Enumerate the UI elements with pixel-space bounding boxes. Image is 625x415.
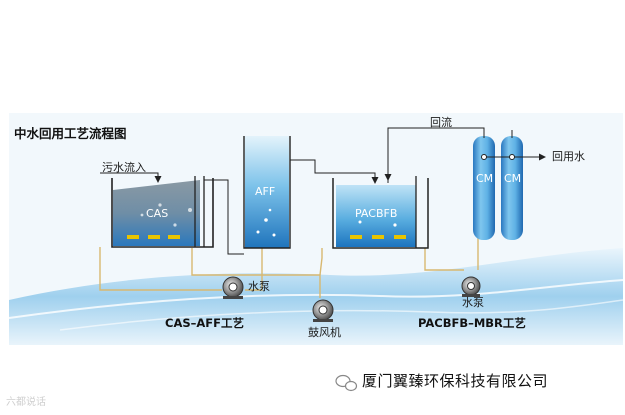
cas-to-aff-top-line: [204, 179, 244, 255]
water-wave-background: [9, 248, 623, 345]
water-wave-highlight: [8, 279, 624, 319]
wechat-icon: [335, 374, 358, 392]
company-name: 厦门翼臻环保科技有限公司: [362, 372, 549, 390]
pacbfb-mbr-process-label: PACBFB–MBR工艺: [418, 316, 526, 330]
pacbfb-label: PACBFB: [355, 207, 398, 220]
aff-label: AFF: [255, 185, 276, 198]
watermark-text: 六都说话: [6, 397, 46, 408]
pump-1-icon: [222, 276, 244, 299]
pump-1-label: 水泵: [248, 280, 270, 293]
pipe-blower-line: [191, 248, 321, 298]
cm-columns: [473, 130, 523, 240]
aff-column: [243, 136, 291, 249]
cm-valve-left: [481, 154, 487, 160]
inflow-arrow: [100, 172, 162, 183]
pipe-pacbfb-to-pump2: [424, 248, 464, 271]
reflux-label: 回流: [430, 116, 452, 129]
blower-icon: [312, 299, 334, 322]
pump-2-icon: [461, 276, 481, 297]
aff-to-pacbfb-line: [290, 159, 379, 184]
diagram-title: 中水回用工艺流程图: [14, 126, 127, 141]
cas-label: CAS: [146, 207, 169, 220]
blower-label: 鼓风机: [308, 326, 341, 339]
pipe-blower-to-pacbfb: [319, 248, 323, 276]
flow-lines: [100, 127, 546, 255]
water-wave-highlight-2: [59, 299, 624, 331]
pump-2-label: 水泵: [462, 296, 484, 309]
cm-right-label: CM: [504, 172, 522, 185]
cm-left-label: CM: [476, 172, 494, 185]
pacbfb-tank: [332, 176, 429, 249]
inflow-label: 污水流入: [102, 161, 146, 174]
reuse-water-label: 回用水: [552, 150, 585, 163]
pipe-cas-to-pump1: [99, 247, 222, 291]
cas-aff-process-label: CAS–AFF工艺: [165, 316, 244, 330]
cm-valve-right: [509, 154, 515, 160]
pipe-pump1-to-aff: [245, 248, 263, 291]
cas-tank: [111, 176, 214, 248]
